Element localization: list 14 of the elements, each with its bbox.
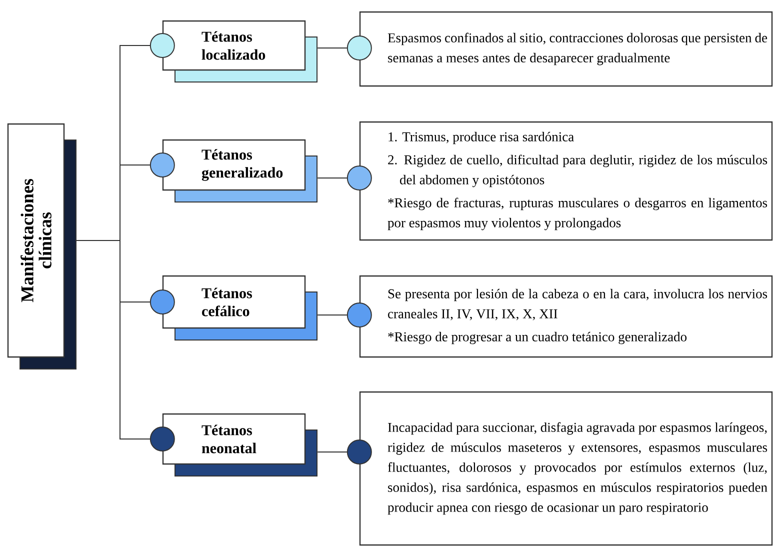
connector-line xyxy=(317,440,372,464)
category-box: Tétanos generalizado xyxy=(162,139,318,202)
category-box: Tétanos localizado xyxy=(162,20,318,82)
connector-line xyxy=(317,166,372,190)
connector-line xyxy=(317,302,372,328)
connector-line xyxy=(317,36,372,60)
description-box: Espasmos confinados al sitio, contracciones dolorosas que persisten de semanas a meses antes de desaparecer gradualmente xyxy=(359,11,773,87)
description-box: Incapacidad para succionar, disfagia agravada por espasmos laríngeos, rigidez de músculos maseteros y extensores, espasmos musculares fluctuantes, dolorosos y provocados por estímulos externos (luz, sonidos), risa sardónica, espasmos en músculos respiratorios pueden producir apnea con riesgo de ocasionar un paro respiratorio xyxy=(359,391,773,546)
root-box: Manifestaciones clínicas xyxy=(7,123,76,370)
description-box: Se presenta por lesión de la cabeza o en la cara, involucra los nervios craneales II, IV, VII, IX, X, XII *Riesgo de progresar a un cuadro tetánico generalizado xyxy=(359,275,773,358)
category-box: Tétanos cefálico xyxy=(162,275,318,340)
category-box: Tétanos neonatal xyxy=(162,413,318,476)
description-box: 1. Trismus, produce risa sardónica 2. Rigidez de cuello, dificultad para deglutir, rigidez de los músculos del abdomen y opistótonos *Riesgo de fracturas, rupturas musculares o desgarros en ligamentos por espasmos muy violentos y prolongados xyxy=(359,121,773,241)
connector-line xyxy=(75,240,175,452)
